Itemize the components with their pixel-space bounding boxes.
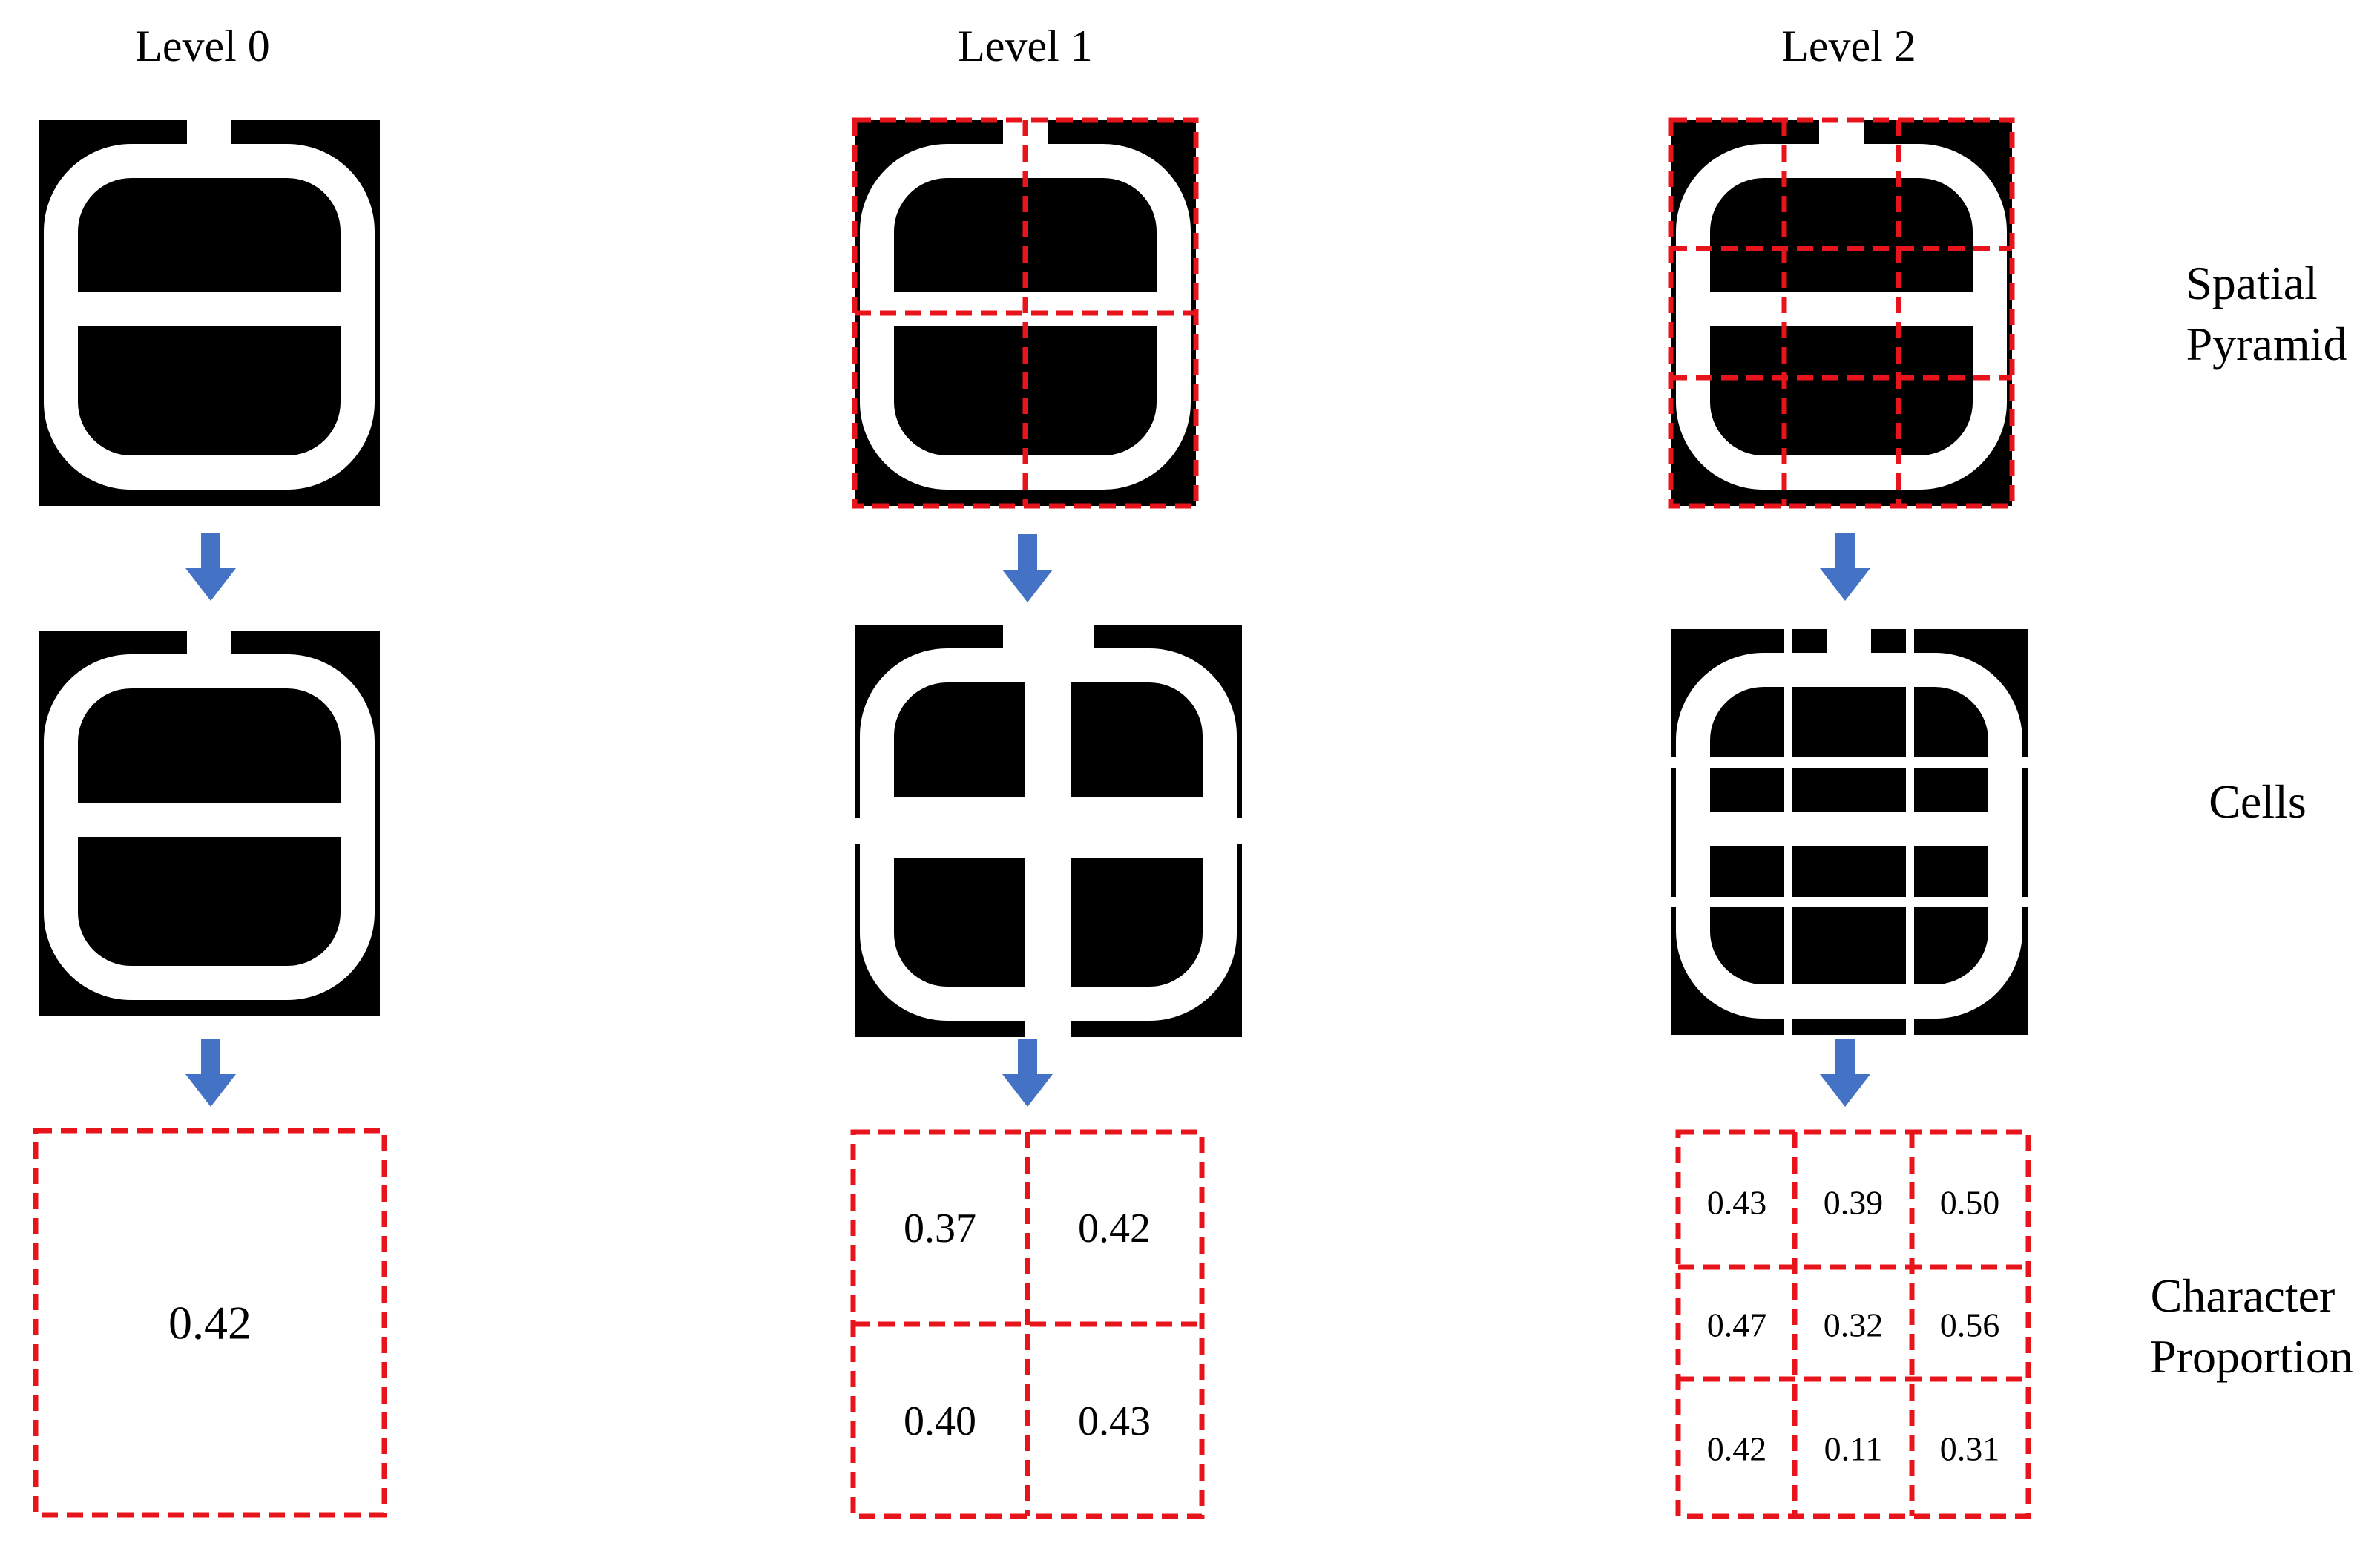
level-0-proportion-grid: 0.42 xyxy=(33,1128,387,1518)
row-label-spatial-pyramid-line-2: Pyramid xyxy=(2186,318,2347,370)
row-label-character-proportion-line-1: Character xyxy=(2151,1269,2335,1322)
down-arrow-icon xyxy=(185,1039,236,1107)
level-0-pyramid-image xyxy=(39,120,380,506)
row-label-cells: Cells xyxy=(2209,775,2307,828)
proportion-value: 0.32 xyxy=(1824,1306,1884,1344)
level-2-pyramid-image xyxy=(1671,120,2012,506)
proportion-value: 0.43 xyxy=(1707,1184,1767,1222)
proportion-value: 0.43 xyxy=(1078,1398,1151,1444)
proportion-value: 0.42 xyxy=(1078,1205,1151,1251)
down-arrow-icon xyxy=(185,533,236,601)
level-1-title: Level 1 xyxy=(958,22,1093,70)
row-label-spatial-pyramid-line-1: Spatial xyxy=(2186,257,2318,309)
proportion-value: 0.42 xyxy=(168,1297,252,1349)
proportion-value: 0.42 xyxy=(1707,1430,1767,1468)
level-1-pyramid-image xyxy=(855,120,1196,506)
level-2-title: Level 2 xyxy=(1781,22,1916,70)
down-arrow-icon xyxy=(1820,533,1870,601)
proportion-value: 0.31 xyxy=(1940,1430,2000,1468)
level-2-proportion-grid: 0.43 0.39 0.50 0.47 0.32 0.56 0.42 0.11 … xyxy=(1675,1129,2031,1519)
level-0-cells-image xyxy=(39,631,380,1016)
down-arrow-icon xyxy=(1820,1039,1870,1107)
proportion-value: 0.40 xyxy=(904,1398,976,1444)
proportion-value: 0.47 xyxy=(1707,1306,1767,1344)
level-0-title: Level 0 xyxy=(135,22,270,70)
down-arrow-icon xyxy=(1002,1039,1053,1107)
level-1-cells-image xyxy=(855,625,1242,1037)
proportion-value: 0.11 xyxy=(1824,1430,1883,1468)
proportion-value: 0.50 xyxy=(1940,1184,2000,1222)
level-1-proportion-grid: 0.37 0.42 0.40 0.43 xyxy=(850,1129,1205,1519)
proportion-value: 0.56 xyxy=(1940,1306,2000,1344)
row-label-character-proportion-line-2: Proportion xyxy=(2150,1330,2353,1383)
proportion-value: 0.39 xyxy=(1824,1184,1884,1222)
proportion-value: 0.37 xyxy=(904,1205,976,1251)
level-2-cells-image xyxy=(1671,629,2028,1035)
down-arrow-icon xyxy=(1002,534,1053,602)
